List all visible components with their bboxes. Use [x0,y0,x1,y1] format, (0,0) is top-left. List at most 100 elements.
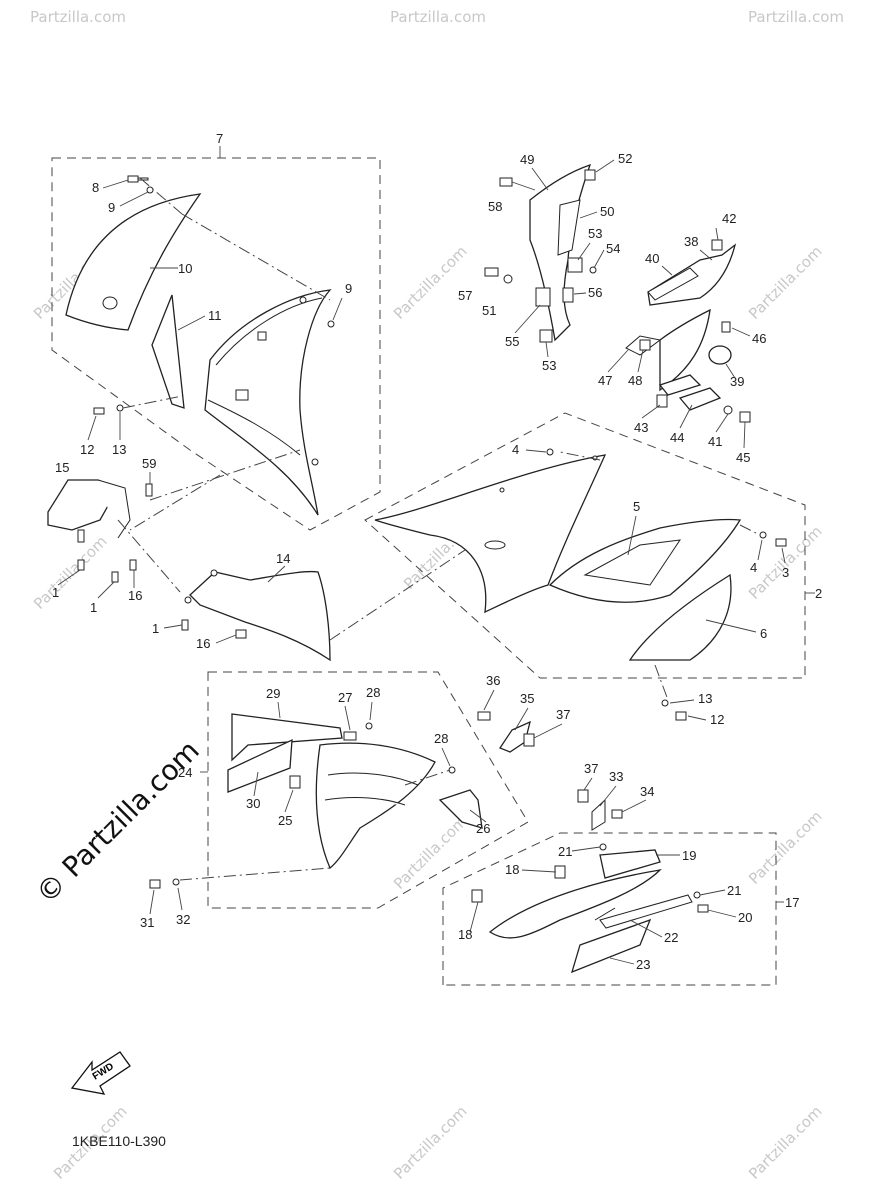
side-cowling[interactable] [374,454,607,614]
callout: 27 [338,690,352,705]
callout: 12 [710,712,724,727]
callout: 59 [142,456,156,471]
callout: 4 [512,442,519,457]
lower-side-panel[interactable] [628,573,732,661]
watermark: Partzilla.com [390,812,471,893]
watermark: Partzilla.com [390,242,471,323]
lower-decal[interactable] [570,918,652,974]
inner-panel-lower[interactable] [315,742,436,870]
watermark-large: © Partzilla.com [30,734,206,910]
callout: 1 [90,600,97,615]
inner-decal[interactable] [227,738,293,793]
callout: 28 [434,731,448,746]
watermark: Partzilla.com [748,8,844,26]
callout: 41 [708,434,722,449]
callout: 31 [140,915,154,930]
assembly-17-lower-cowl [442,789,784,986]
callout: 46 [752,331,766,346]
callout: 13 [112,442,126,457]
diagram-code: 1KBE110-L390 [72,1133,166,1149]
stay-bracket-assembly [484,163,751,423]
callout: 48 [628,373,642,388]
callout: 53 [542,358,556,373]
callout: 33 [609,769,623,784]
bracket-plate [678,387,722,411]
clip-plate [658,374,702,396]
callout: 14 [276,551,290,566]
callout: 22 [664,930,678,945]
callout: 38 [684,234,698,249]
windscreen[interactable] [65,193,202,331]
callout: 35 [520,691,534,706]
callout: 32 [176,912,190,927]
callout: 47 [598,373,612,388]
callout: 16 [196,636,210,651]
screw-icon [127,175,149,183]
watermark: Partzilla.com [390,1102,471,1183]
inner-trim[interactable] [231,713,343,762]
callout: 57 [458,288,472,303]
callout: 50 [600,204,614,219]
callout: 17 [785,895,799,910]
callout: 28 [366,685,380,700]
fwd-arrow-icon: FWD [70,1051,131,1095]
callout: 26 [476,821,490,836]
callout: 21 [558,844,572,859]
callout-labels: 7 8 9 10 9 11 12 13 15 59 1 1 16 1 16 14… [52,131,822,972]
grommet [708,345,732,365]
callout: 19 [682,848,696,863]
side-panel[interactable] [189,570,331,662]
stay-plate[interactable] [499,720,531,753]
callout: 45 [736,450,750,465]
callout: 10 [178,261,192,276]
lower-cowl-front[interactable] [599,849,661,879]
lower-cowl[interactable] [488,869,662,939]
leader-lines [57,159,786,965]
callout: 5 [633,499,640,514]
callout: 9 [345,281,352,296]
callout: 18 [505,862,519,877]
watermark: Partzilla.com [745,1102,826,1183]
watermark: Partzilla.com [745,807,826,888]
callout: 53 [588,226,602,241]
callout: 8 [92,180,99,195]
callout: 21 [727,883,741,898]
callout: 51 [482,303,496,318]
watermark: Partzilla.com [390,8,486,26]
callout: 13 [698,691,712,706]
callout: 54 [606,241,620,256]
watermark: Partzilla.com [30,532,111,613]
callout: 36 [486,673,500,688]
callout: 56 [588,285,602,300]
assembly-24-inner-panel [149,671,535,909]
callout: 6 [760,626,767,641]
watermark: Partzilla.com [745,242,826,323]
callout: 55 [505,334,519,349]
callout: 15 [55,460,69,475]
callout: 30 [246,796,260,811]
duct-panel[interactable] [659,308,711,392]
assembly-7-upper-cowl [51,146,381,531]
callout: 37 [556,707,570,722]
callout: 12 [80,442,94,457]
callout: 1 [152,621,159,636]
callout: 44 [670,430,684,445]
bracket-assembly [47,449,481,662]
callout: 9 [108,200,115,215]
clip [438,789,483,829]
callout: 40 [645,251,659,266]
watermark: Partzilla.com [30,8,126,26]
callout: 1 [52,585,59,600]
callout: 39 [730,374,744,389]
callout: 58 [488,199,502,214]
callout: 16 [128,588,142,603]
callout: 20 [738,910,752,925]
callout: 42 [722,211,736,226]
callout: 25 [278,813,292,828]
callout: 34 [640,784,654,799]
callout: 52 [618,151,632,166]
callout: 4 [750,560,757,575]
inner-panel[interactable] [151,294,185,409]
callout: 29 [266,686,280,701]
